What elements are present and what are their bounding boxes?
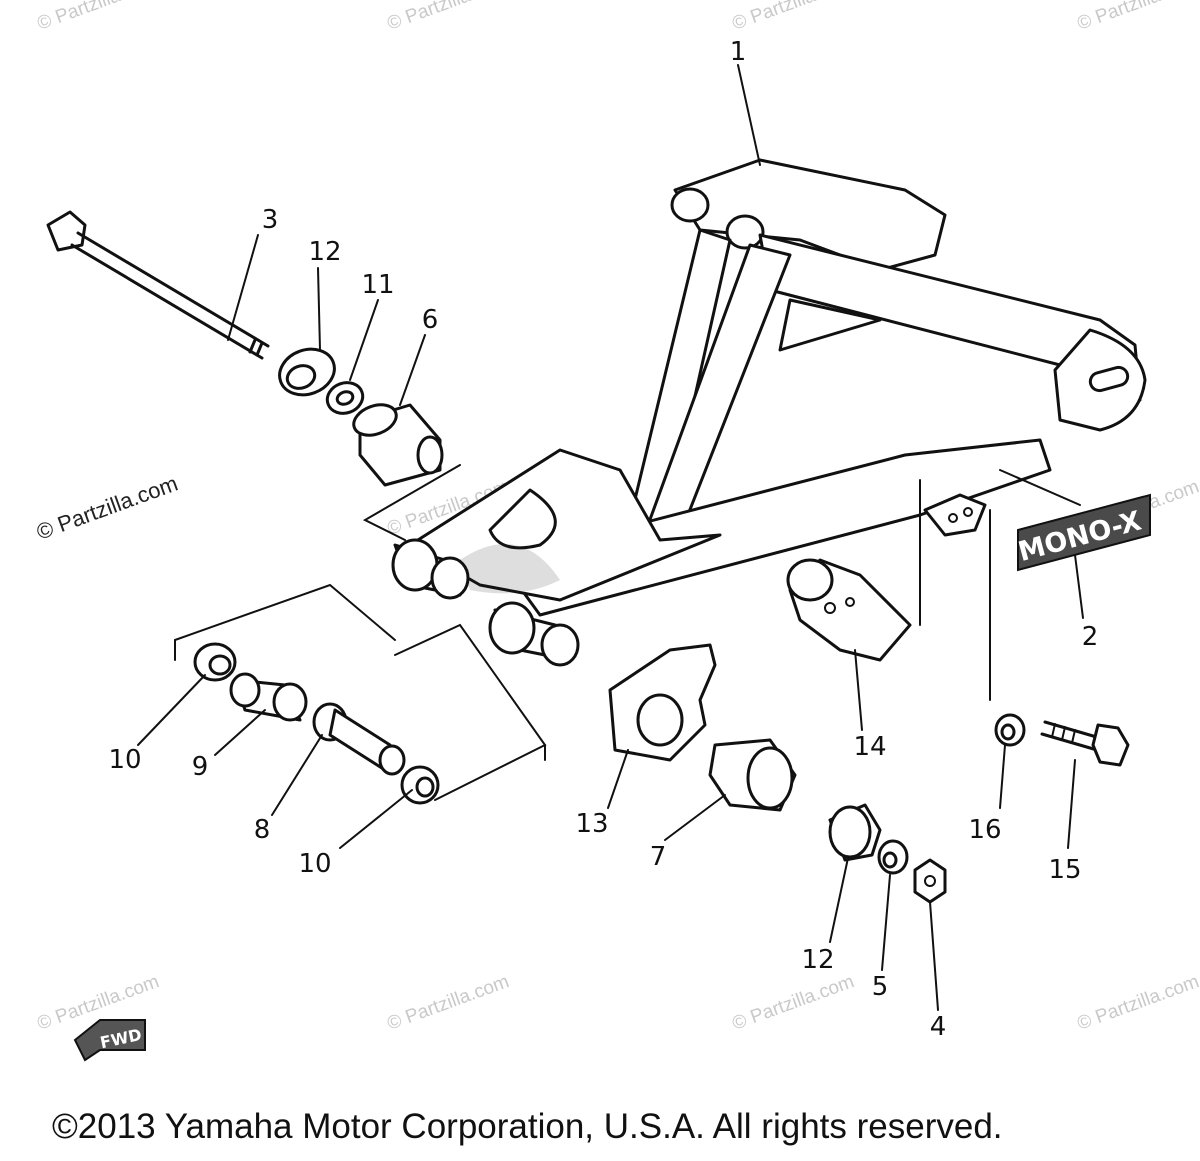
swing-arm	[391, 158, 1147, 667]
callout-15: 15	[1048, 855, 1081, 885]
watermark: © Partzilla	[385, 0, 474, 35]
washer-16	[994, 713, 1026, 747]
callout-14: 14	[853, 732, 886, 762]
shaft-8	[312, 702, 406, 776]
watermark: © Partzilla	[35, 0, 124, 35]
callout-2: 2	[1082, 622, 1099, 652]
chain-guide	[608, 643, 717, 762]
callout-7: 7	[650, 842, 667, 872]
callouts: 1 2 3 4 5 6 7 8 9 10 10 11 12 12 13 14 1…	[108, 37, 1098, 1042]
copyright-notice: ©2013 Yamaha Motor Corporation, U.S.A. A…	[52, 1107, 1003, 1146]
callout-8: 8	[254, 815, 271, 845]
leader-lines	[137, 64, 1084, 1011]
collar-10-left	[193, 642, 237, 682]
washer-5	[877, 839, 909, 875]
washer	[325, 381, 365, 415]
callout-12-lower: 12	[801, 945, 834, 975]
nut-4	[913, 858, 947, 904]
bolt-15	[1040, 720, 1130, 767]
watermark: © Partzilla	[1075, 0, 1164, 35]
bushing-9	[229, 672, 308, 722]
cap-12-lower	[828, 803, 882, 862]
collar-10-right	[400, 765, 440, 805]
mono-x-emblem: MONO-X	[1015, 493, 1151, 572]
watermark: © Partzilla.com	[385, 971, 512, 1035]
callout-1: 1	[730, 37, 747, 67]
callout-6: 6	[422, 305, 439, 335]
callout-12-upper: 12	[308, 237, 341, 267]
callout-4: 4	[930, 1012, 947, 1042]
callout-11: 11	[361, 270, 394, 300]
watermark: © Partzilla.com	[1075, 971, 1200, 1035]
callout-10-left: 10	[108, 745, 141, 775]
callout-5: 5	[872, 972, 889, 1002]
callout-9: 9	[192, 752, 209, 782]
fwd-arrow: FWD	[73, 1019, 146, 1062]
seal-upper	[278, 347, 336, 397]
watermark: © Partzilla	[730, 0, 819, 35]
tensioner-block	[786, 558, 912, 662]
callout-3: 3	[262, 205, 279, 235]
pivot-bolt	[46, 210, 270, 360]
watermark: © Partzilla.com	[730, 971, 857, 1035]
bushing-6	[352, 403, 444, 487]
callout-16: 16	[968, 815, 1001, 845]
callout-10-right: 10	[298, 849, 331, 879]
bushing-7	[708, 738, 797, 812]
watermark-dark: © Partzilla.com	[33, 471, 181, 545]
callout-13: 13	[575, 809, 608, 839]
guide-lines	[174, 464, 1081, 801]
